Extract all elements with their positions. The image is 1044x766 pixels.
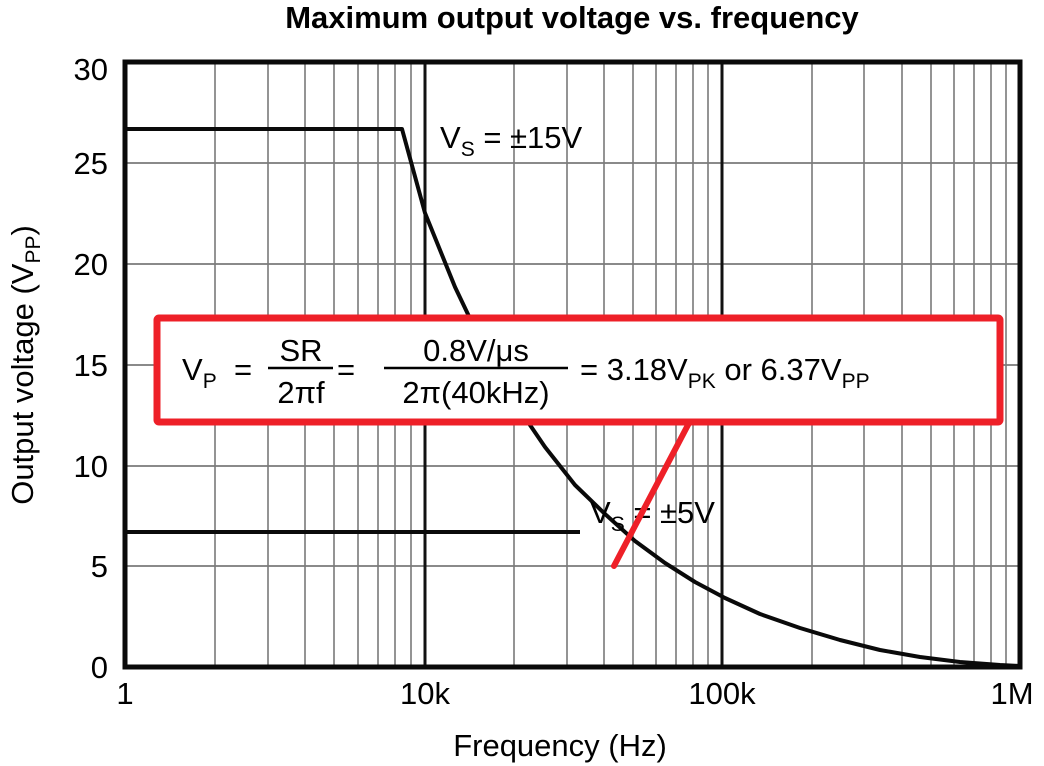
annotation-callout: VP = SR 2πf = 0.8V/μs 2π(40kHz) = 3.18VP… — [153, 314, 1004, 569]
eq-sign-2: = — [337, 352, 355, 387]
y-tick-20: 20 — [74, 247, 108, 282]
x-tick-1M: 1M — [990, 676, 1033, 711]
y-tick-30: 30 — [74, 52, 108, 87]
frac1-numerator: SR — [279, 333, 322, 368]
x-axis-label: Frequency (Hz) — [453, 728, 667, 763]
y-tick-5: 5 — [91, 549, 108, 584]
eq-result: = 3.18VPK or 6.37VPP — [580, 352, 870, 393]
frac2-denominator: 2π(40kHz) — [402, 375, 549, 410]
x-tick-10k: 10k — [400, 676, 450, 711]
y-tick-0: 0 — [91, 650, 108, 685]
y-tick-15: 15 — [74, 348, 108, 383]
y-tick-labels: 0 5 10 15 20 25 30 — [74, 52, 108, 685]
chart-title: Maximum output voltage vs. frequency — [285, 0, 859, 35]
annotation-box — [153, 314, 1004, 426]
x-tick-1: 1 — [116, 676, 133, 711]
frac1-denominator: 2πf — [277, 375, 325, 410]
label-vs-5v: VS = ±5V — [590, 495, 715, 536]
eq-lhs: VP — [182, 352, 217, 393]
eq-sign-1: = — [234, 352, 252, 387]
x-tick-100k: 100k — [688, 676, 756, 711]
x-tick-labels: 1 10k 100k 1M — [116, 676, 1033, 711]
y-tick-10: 10 — [74, 449, 108, 484]
y-axis-label: Output voltage (VPP) — [5, 225, 45, 505]
frac2-numerator: 0.8V/μs — [423, 333, 529, 368]
series-vs-15v — [125, 127, 1021, 668]
annotation-leader-line — [611, 420, 692, 569]
plot-frame — [122, 59, 1023, 670]
y-tick-25: 25 — [74, 146, 108, 181]
label-vs-15v: VS = ±15V — [440, 120, 583, 161]
